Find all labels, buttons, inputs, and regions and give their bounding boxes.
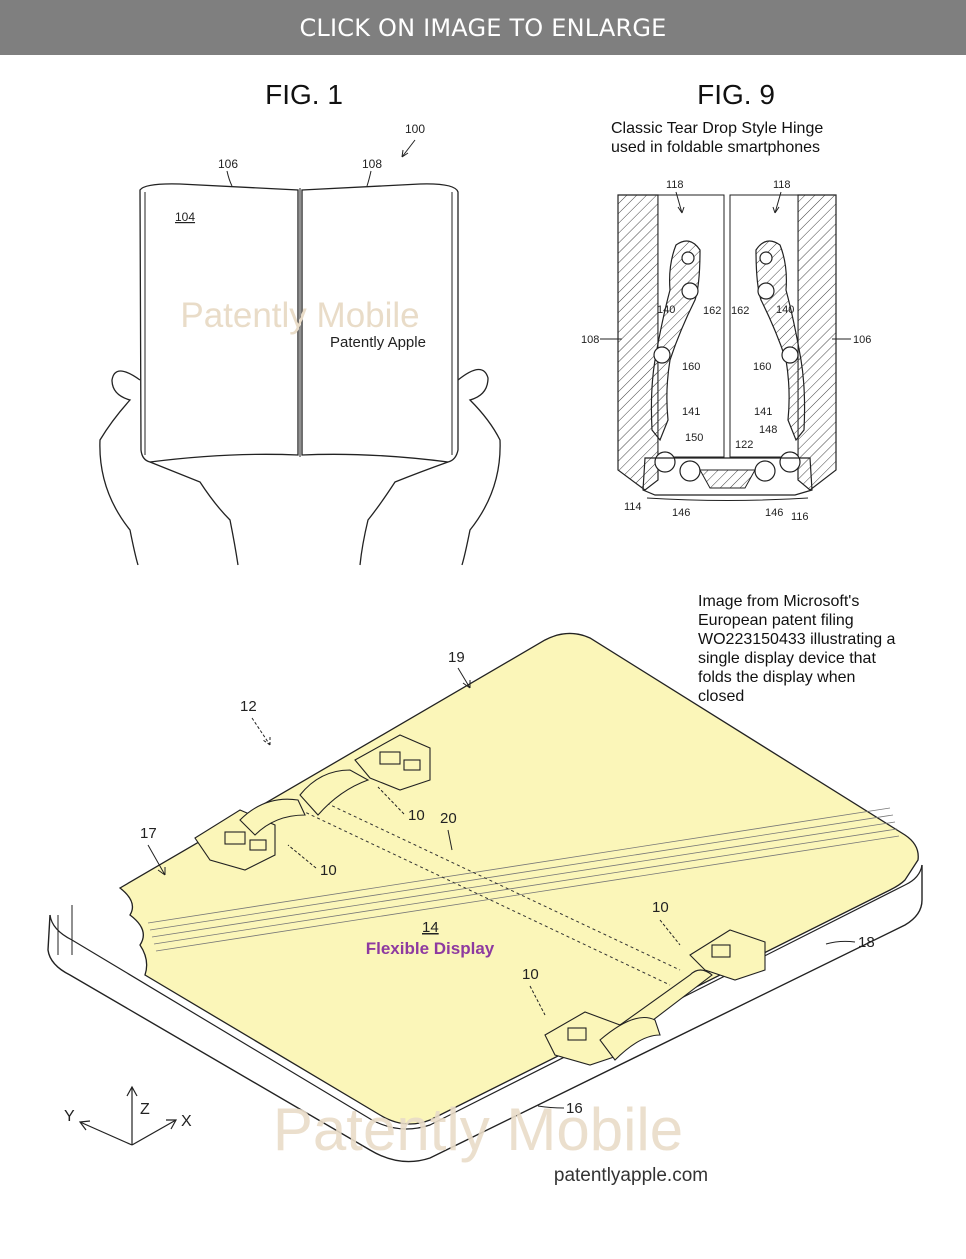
fig9-ref-160b: 160 [753, 361, 771, 373]
fig9-ref-162a: 162 [703, 305, 721, 317]
fig9-ref-146a: 146 [672, 507, 690, 519]
main-note-line-4: folds the display when [698, 669, 855, 686]
fig9-ref-118a: 118 [666, 179, 684, 191]
fig9-spine [642, 457, 813, 496]
main-note-line-2: WO223150433 illustrating a [698, 631, 896, 648]
fig9-ref-150: 150 [685, 432, 703, 444]
flexible-display-label: Flexible Display [366, 939, 495, 958]
fig9-caption-line1: Classic Tear Drop Style Hinge [611, 120, 823, 137]
main-note-line-1: European patent filing [698, 612, 854, 629]
fig1-ref-100: 100 [405, 122, 425, 136]
fig9-ref-162b: 162 [731, 305, 749, 317]
fig1-ref-108: 108 [362, 157, 382, 171]
fig9-title: FIG. 9 [697, 79, 775, 110]
axis-x-label: X [181, 1113, 192, 1130]
enlarge-banner[interactable]: CLICK ON IMAGE TO ENLARGE [0, 0, 966, 55]
fig1-right-panel [301, 183, 459, 463]
main-ref-10a: 10 [408, 807, 425, 824]
hinge-upper-left [194, 798, 306, 871]
main-note-line-0: Image from Microsoft's [698, 593, 859, 610]
fig9-ref-116: 116 [791, 511, 809, 523]
main-ref-10d: 10 [522, 966, 539, 983]
fig9-left-housing [617, 194, 659, 491]
axis-z-label: Z [140, 1101, 150, 1118]
main-note: Image from Microsoft's European patent f… [698, 593, 896, 705]
main-watermark: Patently Mobile [273, 1096, 683, 1163]
main-ref-14: 14 [422, 919, 439, 936]
fig9-ref-141b: 141 [754, 406, 772, 418]
fig1-right-hand [457, 368, 501, 566]
fig1-left-panel [139, 183, 299, 463]
fig1-watermark: Patently Mobile [180, 296, 419, 335]
axis-y-label: Y [64, 1108, 75, 1125]
fig9-ref-148: 148 [759, 424, 777, 436]
fig9-caption-line2: used in foldable smartphones [611, 139, 820, 156]
patent-figure-canvas[interactable]: FIG. 1 100 106 108 104 Patently Mobile P… [0, 55, 966, 1259]
fold-line-1 [289, 804, 671, 986]
flexible-display-panel [118, 632, 919, 1125]
axis-indicator [78, 1085, 178, 1146]
fig9-ref-160a: 160 [682, 361, 700, 373]
main-drawing: Image from Microsoft's European patent f… [47, 593, 923, 1186]
main-note-line-5: closed [698, 688, 744, 705]
fig1-title: FIG. 1 [265, 79, 343, 110]
main-ref-10c: 10 [652, 899, 669, 916]
fig9-ref-140b: 140 [776, 304, 794, 316]
main-ref-10b: 10 [320, 862, 337, 879]
main-ref-12: 12 [240, 698, 257, 715]
hinge-upper-right [299, 734, 431, 816]
fig1-credit: Patently Apple [330, 334, 426, 351]
main-ref-20: 20 [440, 810, 457, 827]
fig1-drawing: FIG. 1 100 106 108 104 Patently Mobile P… [99, 79, 501, 566]
main-ref-19: 19 [448, 649, 465, 666]
fig9-ref-146b: 146 [765, 507, 783, 519]
main-ref-18: 18 [858, 934, 875, 951]
fig9-ref-141a: 141 [682, 406, 700, 418]
fig9-ref-108: 108 [581, 334, 599, 346]
fig9-ref-106: 106 [853, 334, 871, 346]
fig9-ref-114: 114 [624, 501, 642, 513]
fig9-right-housing [797, 194, 837, 491]
main-ref-16: 16 [566, 1100, 583, 1117]
hinge-lower-left [544, 1011, 661, 1066]
site-credit: patentlyapple.com [554, 1165, 708, 1186]
fig9-drawing: FIG. 9 Classic Tear Drop Style Hinge use… [581, 79, 871, 523]
fig9-ref-122: 122 [735, 439, 753, 451]
fig1-left-hand [99, 370, 141, 566]
fig1-ref-106: 106 [218, 157, 238, 171]
display-streaks [147, 807, 900, 952]
fig9-ref-118b: 118 [773, 179, 791, 191]
main-note-line-3: single display device that [698, 650, 876, 667]
fig1-ref-104: 104 [175, 210, 195, 224]
main-ref-17: 17 [140, 825, 157, 842]
fig9-ref-140a: 140 [657, 304, 675, 316]
